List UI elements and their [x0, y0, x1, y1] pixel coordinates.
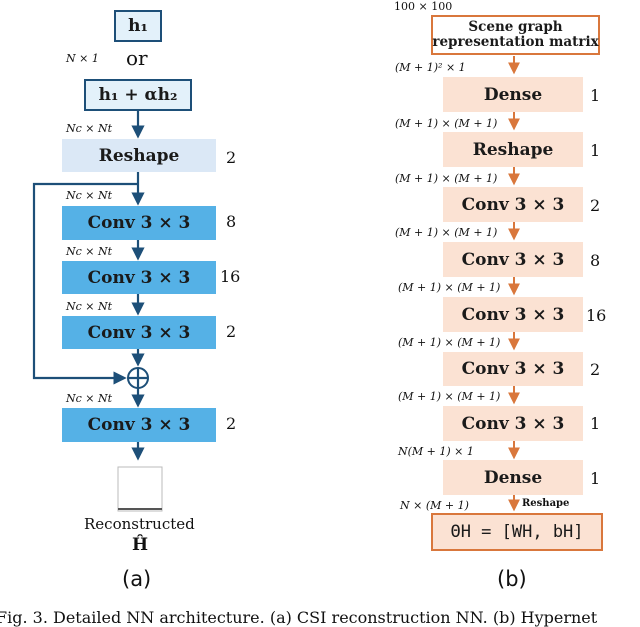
dim-a-2: Nc × Nt [66, 189, 113, 202]
conv-block-b-5-label: Conv 3 × 3 [461, 413, 565, 434]
input-h1-alpha-h2-box: h₁ + αh₂ [84, 79, 192, 111]
reshape-block-a-num: 2 [226, 148, 237, 167]
conv-block-a-2: Conv 3 × 3 [62, 261, 216, 294]
dense-block-b-1-num: 1 [590, 86, 601, 105]
dim-b-7: N(M + 1) × 1 [398, 445, 474, 458]
reshape-block-b-label: Reshape [472, 139, 554, 160]
conv-block-b-4-num: 2 [590, 360, 601, 379]
conv-block-a-3: Conv 3 × 3 [62, 316, 216, 349]
dim-b-0: (M + 1)² × 1 [395, 61, 466, 74]
conv-block-b-2-label: Conv 3 × 3 [461, 249, 565, 270]
conv-block-a-3-label: Conv 3 × 3 [87, 322, 191, 343]
conv-block-b-2: Conv 3 × 3 [443, 242, 583, 277]
reconstructed-image [117, 466, 163, 512]
dim-a-4: Nc × Nt [66, 300, 113, 313]
input-h1-box: h₁ [114, 10, 162, 42]
dim-b-input: 100 × 100 [394, 0, 453, 13]
conv-block-b-5: Conv 3 × 3 [443, 406, 583, 441]
reshape-block-a: Reshape [62, 139, 216, 172]
dim-b-3: (M + 1) × (M + 1) [395, 226, 498, 239]
conv-block-a-3-num: 2 [226, 322, 237, 341]
dense-block-b-1-label: Dense [483, 84, 543, 105]
conv-block-b-4-label: Conv 3 × 3 [461, 359, 565, 379]
conv-block-b-3-num: 16 [586, 306, 607, 325]
dim-b-1: (M + 1) × (M + 1) [395, 117, 498, 130]
conv-block-a-1-label: Conv 3 × 3 [87, 213, 191, 233]
skip-connection [32, 182, 138, 385]
reshape-block-b-num: 1 [590, 141, 601, 160]
figure-caption: Fig. 3. Detailed NN architecture. (a) CS… [0, 608, 598, 627]
dense-block-b-2-label: Dense [483, 467, 543, 488]
conv-block-b-5-num: 1 [590, 414, 601, 433]
conv-block-b-1-label: Conv 3 × 3 [461, 194, 565, 215]
input-h1-label: h₁ [128, 16, 148, 36]
dense-block-b-2-num: 1 [590, 469, 601, 488]
dim-a-1: Nc × Nt [66, 122, 113, 135]
panel-b-label: (b) [497, 567, 527, 591]
hypernet-output-box: ΘH = [WH, bH] [431, 513, 603, 551]
hypernet-output-label: ΘH = [WH, bH] [450, 522, 584, 542]
scene-graph-line-1: Scene graph [468, 19, 563, 35]
scene-graph-line-2: representation matrix [432, 34, 599, 50]
panel-a-label: (a) [122, 567, 152, 591]
dim-b-8: N × (M + 1) [400, 499, 469, 512]
dim-b-5: (M + 1) × (M + 1) [398, 336, 501, 349]
conv-block-b-3: Conv 3 × 3 [443, 297, 583, 332]
reconstructed-label: Reconstructed [84, 515, 195, 533]
conv-block-a-1: Conv 3 × 3 [62, 206, 216, 240]
conv-block-b-1-num: 2 [590, 196, 601, 215]
conv-block-b-4: Conv 3 × 3 [443, 352, 583, 386]
conv-block-b-2-num: 8 [590, 251, 601, 270]
h-hat-symbol: Ĥ [132, 535, 149, 555]
reshape-block-b: Reshape [443, 132, 583, 167]
dense-block-b-2: Dense [443, 460, 583, 495]
or-text: or [126, 46, 148, 70]
scene-graph-input-box: Scene graph representation matrix [431, 15, 600, 55]
dense-block-b-1: Dense [443, 77, 583, 112]
conv-block-b-3-label: Conv 3 × 3 [461, 304, 565, 325]
conv-block-a-4-num: 2 [226, 414, 237, 433]
conv-block-a-4: Conv 3 × 3 [62, 408, 216, 442]
dim-b-6: (M + 1) × (M + 1) [398, 390, 501, 403]
input-h1-alpha-h2-label: h₁ + αh₂ [98, 85, 178, 105]
dim-b-2: (M + 1) × (M + 1) [395, 172, 498, 185]
final-reshape-label: Reshape [522, 498, 570, 509]
conv-block-b-1: Conv 3 × 3 [443, 187, 583, 222]
dim-a-0: N × 1 [66, 52, 99, 65]
dim-a-5: Nc × Nt [66, 392, 113, 405]
conv-block-a-1-num: 8 [226, 212, 237, 231]
conv-block-a-4-label: Conv 3 × 3 [87, 415, 191, 435]
reshape-block-a-label: Reshape [98, 145, 180, 166]
conv-block-a-2-label: Conv 3 × 3 [87, 267, 191, 288]
dim-b-4: (M + 1) × (M + 1) [398, 281, 501, 294]
dim-a-3: Nc × Nt [66, 245, 113, 258]
conv-block-a-2-num: 16 [220, 267, 241, 286]
